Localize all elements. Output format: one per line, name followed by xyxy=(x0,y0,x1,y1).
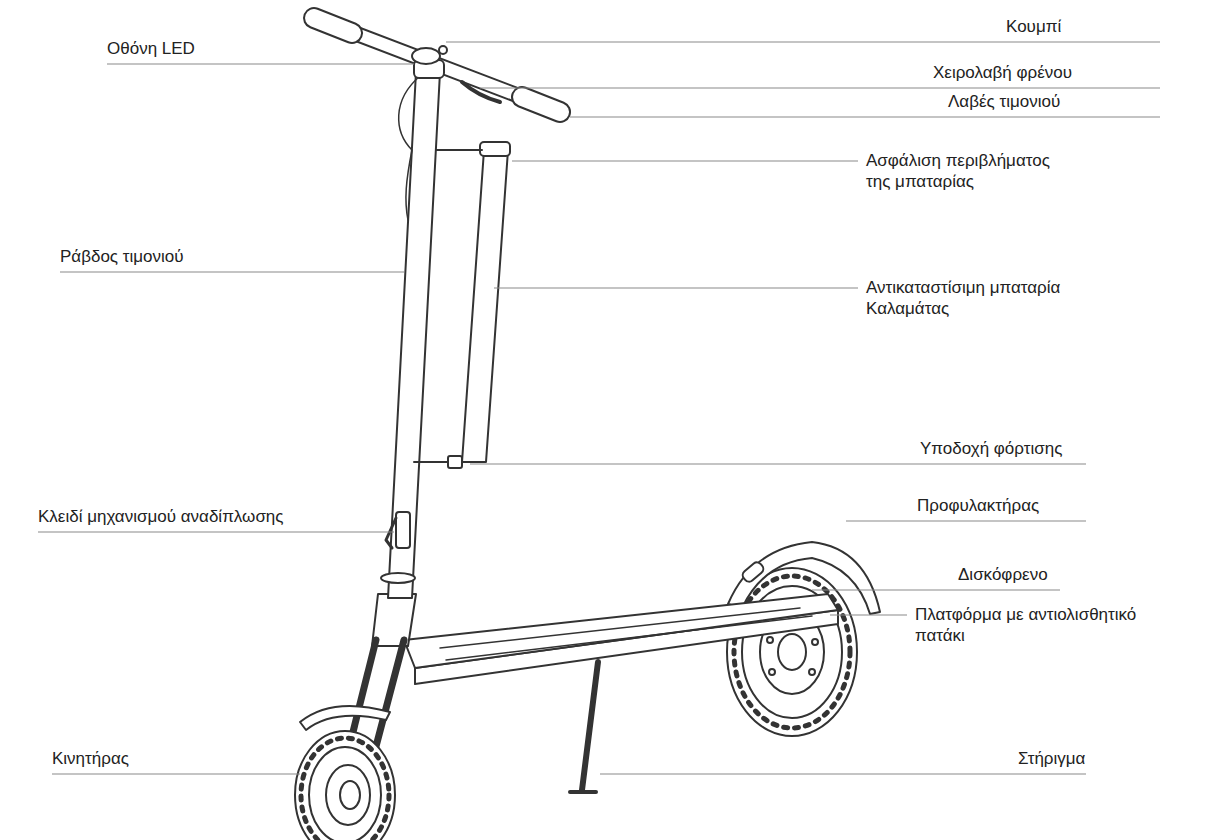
stem-collar xyxy=(381,573,415,583)
part-label: Κλειδί μηχανισμού αναδίπλωσης xyxy=(38,506,284,527)
folding-lever xyxy=(386,518,396,548)
disc-hole xyxy=(812,639,818,645)
leader-line xyxy=(812,589,1060,590)
leader-line xyxy=(446,41,1160,42)
grip-left-inner xyxy=(314,18,352,33)
grip-right-inner xyxy=(522,97,560,112)
deck-top xyxy=(404,594,838,668)
leader-line xyxy=(494,287,858,288)
part-label: Λαβές τιμονιού xyxy=(948,91,1060,112)
leader-line xyxy=(60,271,404,272)
part-label: Οθόνη LED xyxy=(107,38,195,59)
disc-hole xyxy=(769,669,775,675)
part-label: Υποδοχή φόρτισης xyxy=(920,438,1062,459)
part-label: Κουμπί xyxy=(1006,16,1061,37)
kickstand xyxy=(582,662,598,790)
motor-cap xyxy=(340,781,360,809)
grip-right xyxy=(522,97,560,112)
part-label: Δισκόφρενο xyxy=(958,564,1048,585)
brake-lever xyxy=(462,82,500,102)
disc-hole xyxy=(809,669,815,675)
leader-line xyxy=(52,773,300,774)
reflector xyxy=(741,560,766,583)
front-tread xyxy=(301,738,389,840)
part-label: Προφυλακτήρας xyxy=(917,495,1039,516)
led-display xyxy=(412,48,440,64)
button xyxy=(439,46,447,54)
disc-hole xyxy=(767,637,773,643)
leader-line xyxy=(470,463,1086,464)
part-label: Ράβδος τιμονιού xyxy=(60,246,184,267)
deck-mat-edge xyxy=(446,616,812,660)
folding-lock xyxy=(396,512,410,548)
leader-lines xyxy=(38,42,1160,774)
leader-line xyxy=(600,773,1086,774)
battery-lock xyxy=(480,142,510,156)
rear-hub xyxy=(778,634,806,670)
leader-line xyxy=(107,63,414,64)
part-label: Πλατφόρμα με αντιολισθητικό πατάκι xyxy=(915,604,1140,646)
scooter-drawing xyxy=(295,18,880,840)
deck-mat-edge xyxy=(440,608,800,648)
leader-line xyxy=(846,520,1086,521)
leader-line xyxy=(570,116,1160,117)
leader-line xyxy=(830,614,907,615)
part-label: Χειρολαβή φρένου xyxy=(933,62,1072,83)
charging-port xyxy=(448,456,462,468)
part-label: Αντικαταστίσιμη μπαταρία Καλαμάτας xyxy=(866,277,1064,319)
leader-line xyxy=(38,531,394,532)
front-fender xyxy=(300,706,390,730)
battery xyxy=(462,150,508,462)
battery-bracket xyxy=(436,149,482,151)
brake-cable xyxy=(399,76,420,220)
hub-motor xyxy=(326,765,370,825)
part-label: Ασφάλιση περιβλήματος της μπαταρίας xyxy=(866,150,1053,192)
front-rim xyxy=(309,747,381,840)
leader-line xyxy=(512,160,858,161)
kickstand-foot xyxy=(570,790,596,794)
part-label: Στήριγμα xyxy=(1018,748,1085,769)
leader-line xyxy=(480,87,1160,88)
front-tire xyxy=(295,731,395,840)
part-label: Κινητήρας xyxy=(52,748,129,769)
grip-left xyxy=(314,18,352,33)
